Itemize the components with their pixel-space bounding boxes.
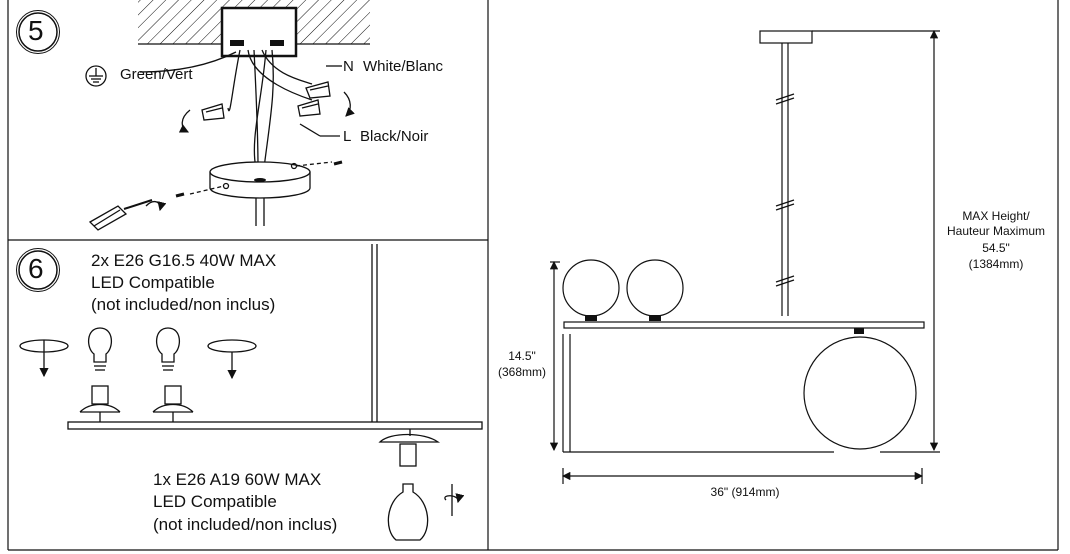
step6-number-circle [18, 250, 58, 290]
large-globe [803, 336, 917, 450]
small-globe [626, 259, 684, 317]
max-height-inches: 54.5" [982, 241, 1010, 255]
width-label: 36" (914mm) [710, 485, 780, 499]
large-bulb-icon [387, 483, 429, 541]
step6-panel [16, 244, 483, 541]
step5-number: 5 [28, 15, 44, 46]
junction-box [220, 6, 298, 58]
max-height-label: MAX Height/ [962, 209, 1030, 223]
canopy-top [759, 30, 813, 44]
wire-nut-right-bottom [297, 99, 321, 117]
large-bulb-led: LED Compatible [153, 492, 277, 511]
large-bulb-spec: 1x E26 A19 60W MAX [153, 470, 322, 489]
step6-number: 6 [28, 253, 44, 284]
panel-borders [7, 0, 1059, 551]
wire-nut-left [201, 103, 225, 121]
max-height-mm: (1384mm) [968, 257, 1024, 271]
socket-left [79, 403, 121, 413]
dimension-drawing [549, 29, 940, 484]
bulb-icon [88, 327, 112, 371]
small-bulb-led: LED Compatible [91, 273, 215, 292]
small-bulb-note: (not included/non inclus) [91, 295, 276, 314]
neutral-letter: N [343, 58, 354, 75]
body-height-mm: (368mm) [497, 365, 546, 379]
live-wire-label: Black/Noir [360, 128, 429, 145]
ground-icon [85, 65, 107, 87]
step5-panel [16, 0, 370, 231]
small-bulb-spec: 2x E26 G16.5 40W MAX [91, 251, 277, 270]
shade [378, 433, 441, 443]
neutral-wire-label: White/Blanc [363, 58, 444, 75]
screwdriver-icon [88, 199, 167, 231]
ground-wire-label: Green/Vert [120, 66, 193, 83]
bulb-icon [156, 327, 180, 371]
max-height-label-fr: Hauteur Maximum [946, 224, 1046, 238]
fixture-bar [563, 321, 925, 329]
step5-number-circle [18, 12, 58, 52]
large-bulb-note: (not included/non inclus) [153, 515, 338, 534]
live-letter: L [343, 128, 352, 145]
wire-nut-right-top [305, 81, 331, 99]
fixture-arm [67, 421, 483, 430]
socket-middle [152, 403, 194, 413]
body-height-inches: 14.5" [508, 349, 536, 363]
small-globe [562, 259, 620, 317]
